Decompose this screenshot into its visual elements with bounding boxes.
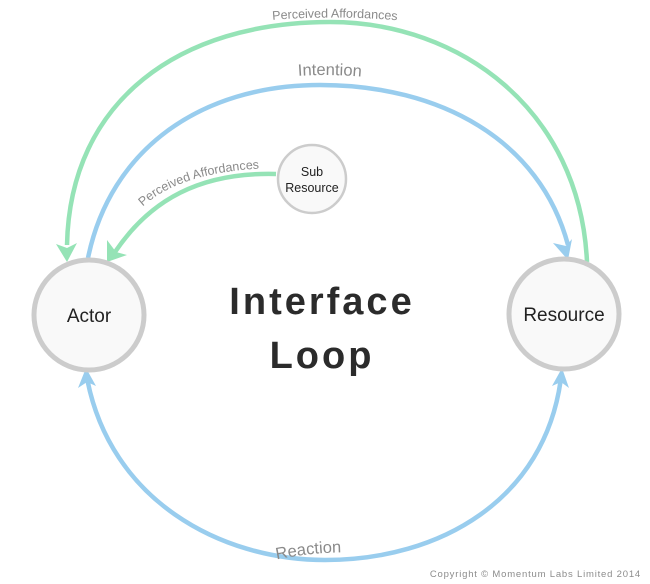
resource-circle[interactable] [506,256,622,372]
actor-circle[interactable] [31,257,147,373]
arrowhead-icon [107,240,127,262]
edge-line [113,171,277,254]
edge-line [64,19,590,263]
sub-resource-label-line1: Sub [301,165,323,179]
edge-line [84,377,564,563]
edge-intention [85,82,572,260]
edge-perceived-affordances-inner [107,171,277,262]
arrowhead-icon [56,243,77,262]
arrowhead-icon [552,368,569,388]
sub-resource-circle[interactable] [276,143,348,215]
node-actor[interactable]: Actor [31,257,147,373]
actor-label: Actor [67,306,112,327]
edge-reaction [78,368,569,563]
node-resource[interactable]: Resource [506,256,622,372]
resource-label: Resource [523,305,604,326]
edge-label-intention: Intention [297,61,362,81]
diagram-title-line1: Interface [229,281,414,323]
arrowhead-icon [78,368,96,388]
arrowhead-icon [553,239,572,260]
diagram-title-line2: Loop [270,335,375,377]
edge-line [85,82,571,259]
node-sub-resource[interactable]: Sub Resource [276,143,348,215]
copyright-text: Copyright © Momentum Labs Limited 2014 [430,569,641,580]
sub-resource-label-line2: Resource [285,181,339,195]
edge-label-perceived-affordances-outer: Perceived Affordances [272,6,398,23]
edge-perceived-affordances-outer [56,19,590,263]
